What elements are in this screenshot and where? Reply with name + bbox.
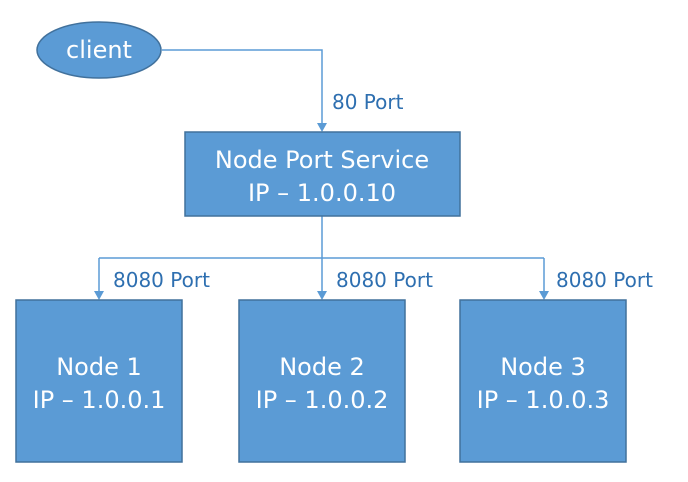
node-1-ip: IP – 1.0.0.1 (33, 386, 166, 414)
node-3-box (459, 299, 627, 463)
node-1-arrowhead (94, 291, 104, 300)
client-to-service-connector (162, 49, 323, 124)
node-2-port-label: 8080 Port (336, 268, 433, 292)
connectors (94, 49, 549, 300)
node-2-title: Node 2 (279, 353, 365, 381)
client-label: client (66, 36, 132, 64)
client-port-label: 80 Port (332, 90, 404, 114)
node-3: Node 3 IP – 1.0.0.3 (459, 299, 627, 463)
node-3-port-label: 8080 Port (556, 268, 653, 292)
node-2-ip: IP – 1.0.0.2 (256, 386, 389, 414)
node-1: Node 1 IP – 1.0.0.1 (15, 299, 183, 463)
node-3-title: Node 3 (500, 353, 586, 381)
service-arrowhead (317, 123, 327, 132)
node-2: Node 2 IP – 1.0.0.2 (238, 299, 406, 463)
node-1-port-label: 8080 Port (113, 268, 210, 292)
node-2-box (238, 299, 406, 463)
service-box (184, 131, 461, 217)
node-1-title: Node 1 (56, 353, 142, 381)
node-1-box (15, 299, 183, 463)
node-3-ip: IP – 1.0.0.3 (477, 386, 610, 414)
client-ellipse (36, 21, 162, 79)
service-ip: IP – 1.0.0.10 (248, 179, 396, 207)
node-2-arrowhead (317, 291, 327, 300)
service-title: Node Port Service (215, 146, 429, 174)
node-port-service: Node Port Service IP – 1.0.0.10 (184, 131, 461, 217)
node-3-arrowhead (539, 291, 549, 300)
client-node: client (36, 21, 162, 79)
